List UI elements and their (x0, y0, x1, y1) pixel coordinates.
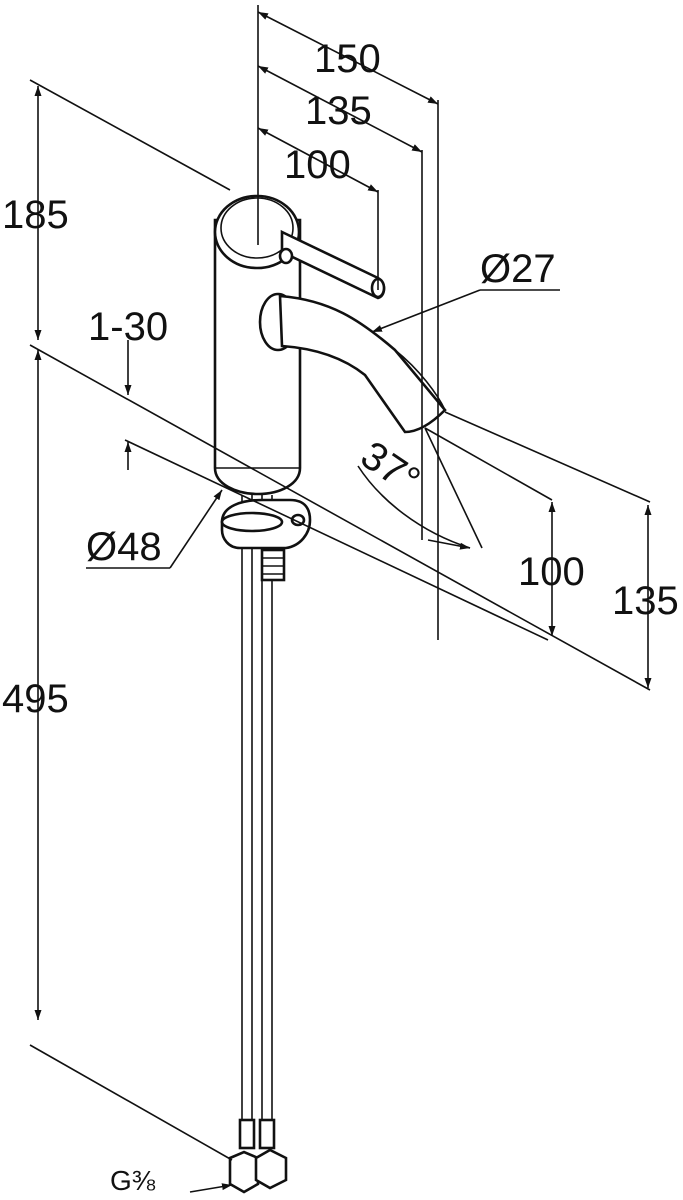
dim-height-495: 495 (2, 677, 69, 721)
dim-spout-diameter: Ø27 (480, 247, 556, 291)
dim-thread: G⅜ (110, 1165, 156, 1196)
lever-handle (213, 194, 386, 300)
faucet-outline (213, 194, 447, 1194)
dim-width-135: 135 (305, 89, 372, 133)
dim-worktop: 1-30 (88, 305, 168, 349)
dim-base-diameter: Ø48 (86, 525, 162, 569)
dim-angle: 37° (353, 433, 428, 503)
faucet-column (213, 218, 302, 496)
mounting-bracket (220, 498, 312, 550)
dim-width-150: 150 (314, 37, 381, 81)
dim-height-135: 135 (612, 579, 679, 623)
dim-height-185: 185 (2, 193, 69, 237)
dimension-lines (29, 5, 652, 1193)
spout (258, 292, 447, 434)
supply-hoses (228, 495, 288, 1194)
dim-height-100: 100 (518, 550, 585, 594)
dim-width-100: 100 (284, 143, 351, 187)
